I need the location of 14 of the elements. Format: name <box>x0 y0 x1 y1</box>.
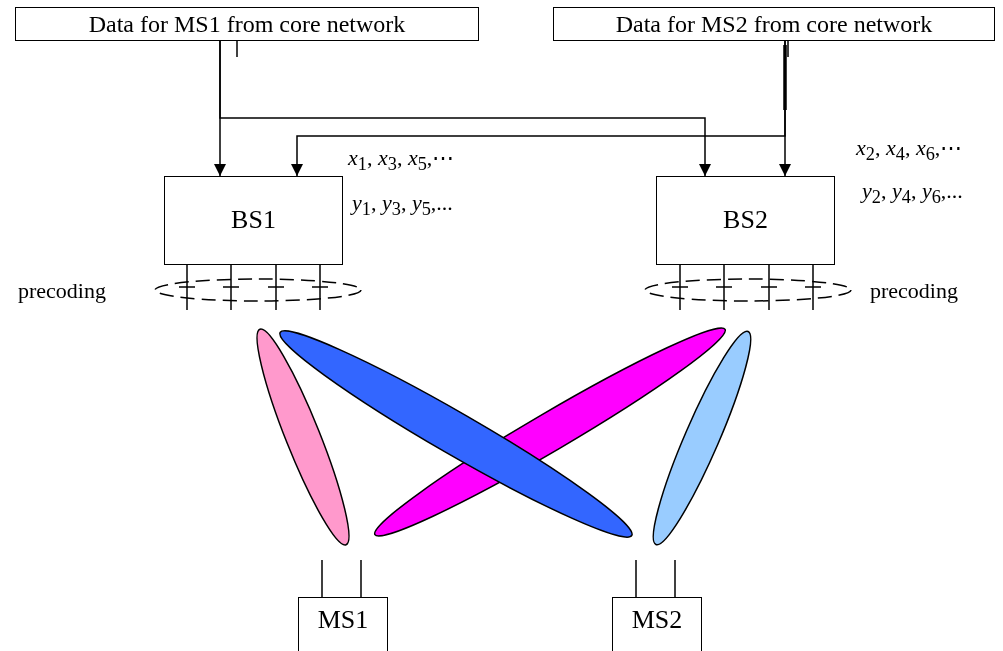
data-source-box: Data for MS2 from core network <box>553 7 995 41</box>
mobile-station-box: MS1 <box>298 597 388 651</box>
sequence-label: x$_{2}$, x$_{4}$, x$_{6}$,⋯ <box>856 137 963 164</box>
data-source-box: Data for MS1 from core network <box>15 7 479 41</box>
mobile-station-box: MS2 <box>612 597 702 651</box>
arrow <box>219 40 711 177</box>
sequence-label: x$_{1}$, x$_{3}$, x$_{5}$,⋯ <box>348 147 455 174</box>
arrow <box>779 40 791 177</box>
base-station-box: BS2 <box>656 176 835 265</box>
annotation-label: precoding <box>870 280 958 302</box>
annotation-label: precoding <box>18 280 106 302</box>
sequence-label: y$_{2}$, y$_{4}$, y$_{6}$,... <box>862 180 963 207</box>
sequence-label: y$_{1}$, y$_{3}$, y$_{5}$,... <box>352 192 453 219</box>
base-station-box: BS1 <box>164 176 343 265</box>
